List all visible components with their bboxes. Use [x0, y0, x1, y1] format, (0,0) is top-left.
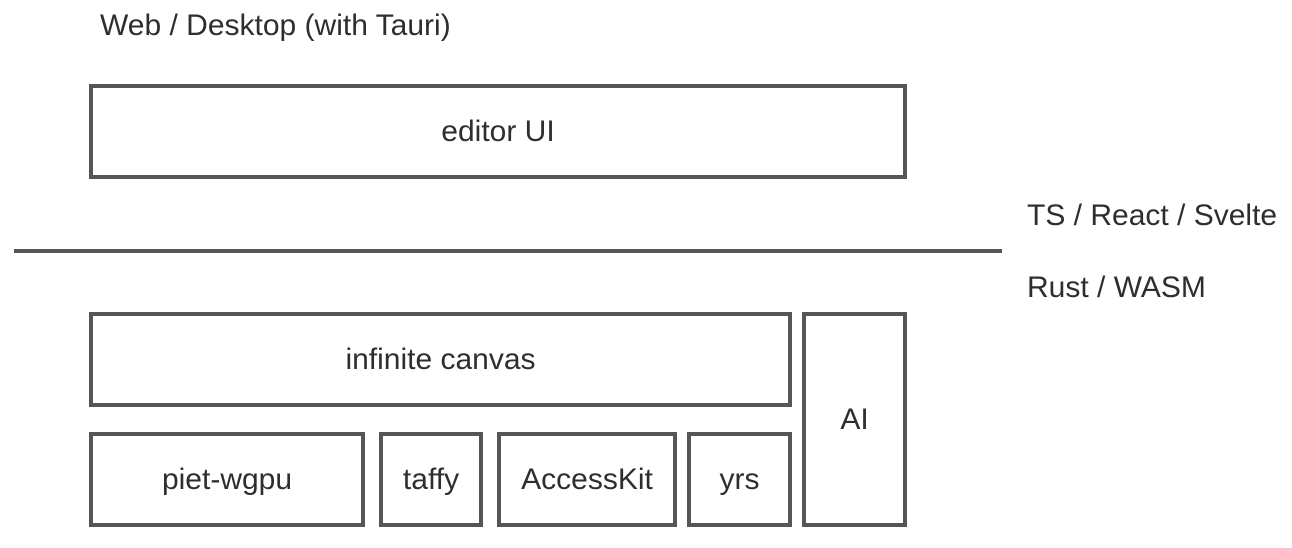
editor-ui-box-label: editor UI — [441, 114, 555, 148]
infinite-canvas-box-label: infinite canvas — [345, 342, 536, 376]
taffy-box-label: taffy — [402, 462, 460, 496]
layer-divider-line — [14, 249, 1002, 253]
taffy-box: taffy — [379, 432, 483, 527]
ai-box: AI — [802, 312, 907, 527]
yrs-box-label: yrs — [719, 462, 760, 496]
frontend-layer-label: TS / React / Svelte — [1027, 199, 1278, 232]
accesskit-box: AccessKit — [497, 432, 677, 527]
editor-ui-box: editor UI — [89, 84, 907, 179]
backend-layer-label: Rust / WASM — [1027, 271, 1206, 304]
accesskit-box-label: AccessKit — [521, 462, 653, 496]
infinite-canvas-box: infinite canvas — [89, 312, 792, 407]
ai-box-label: AI — [840, 402, 869, 436]
platform-label: Web / Desktop (with Tauri) — [100, 9, 451, 42]
yrs-box: yrs — [687, 432, 792, 527]
piet-wgpu-box-label: piet-wgpu — [161, 462, 293, 496]
piet-wgpu-box: piet-wgpu — [89, 432, 365, 527]
